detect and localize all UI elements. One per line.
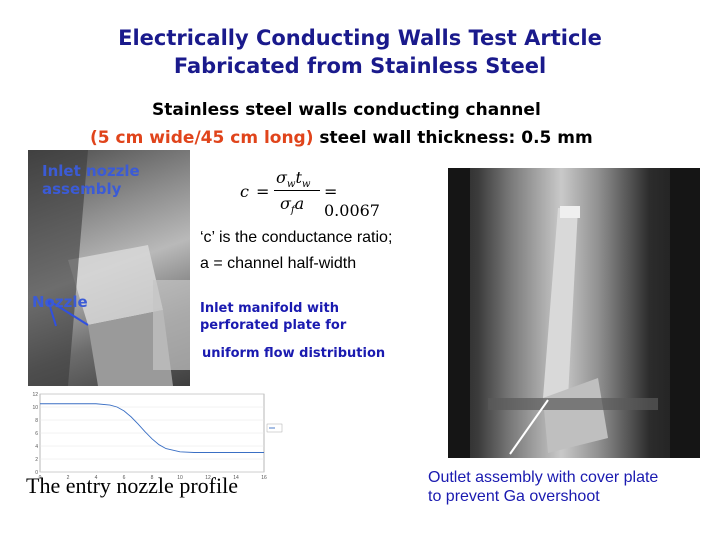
page-title-line-2: Fabricated from Stainless Steel: [173, 54, 547, 78]
y-tick-label: 0: [35, 470, 38, 476]
formula-numerator: σwtw: [276, 168, 311, 191]
outlet-assembly-photo: [448, 168, 700, 458]
y-tick-label: 8: [35, 418, 38, 424]
x-tick-label: 16: [261, 475, 267, 481]
channel-dimensions: (5 cm wide/45 cm long): [90, 128, 314, 148]
nozzle-profile-chart-svg: 0 2 4 6 8 10 12 0 2 4 6 8 10 12 14 16: [26, 388, 284, 486]
x-tick-label: 6: [123, 475, 126, 481]
y-tick-label: 10: [32, 405, 38, 411]
x-tick-label: 8: [151, 475, 154, 481]
outlet-assembly-photo-graphic: [448, 168, 700, 458]
x-tick-label: 0: [39, 475, 42, 481]
inlet-nozzle-photo-graphic: [28, 150, 190, 386]
x-tick-label: 12: [205, 475, 211, 481]
formula-lhs: c: [240, 182, 249, 201]
x-tick-label: 14: [233, 475, 239, 481]
half-width-text: a = channel half-width: [200, 255, 357, 272]
x-tick-label: 10: [177, 475, 183, 481]
nozzle-profile-chart: 0 2 4 6 8 10 12 0 2 4 6 8 10 12 14 16: [26, 388, 284, 486]
chart-caption: The entry nozzle profile: [26, 473, 238, 498]
x-tick-label: 4: [95, 475, 98, 481]
conductance-formula: c = σwtw σfa = 0.0067: [238, 168, 398, 220]
inlet-manifold-label: Inlet manifold with perforated plate for: [200, 301, 347, 333]
uniform-flow-label: uniform flow distribution: [202, 346, 386, 361]
inlet-nozzle-label: Inlet nozzle assembly: [42, 162, 140, 198]
page-title-line-1: Electrically Conducting Walls Test Artic…: [118, 26, 602, 50]
y-tick-label: 12: [32, 392, 38, 398]
formula-rhs: = 0.0067: [324, 182, 380, 220]
formula-equals: =: [256, 182, 270, 201]
nozzle-profile-line: [40, 403, 264, 453]
outlet-assembly-label: Outlet assembly with cover plate to prev…: [428, 469, 659, 505]
y-tick-label: 2: [35, 457, 38, 463]
nozzle-label: Nozzle: [32, 293, 88, 311]
subtitle-line-2: (5 cm wide/45 cm long) steel wall thickn…: [90, 128, 593, 148]
conductance-ratio-text: ‘c’ is the conductance ratio;: [200, 229, 393, 246]
y-tick-label: 6: [35, 431, 38, 437]
formula-fraction-bar: [274, 190, 320, 191]
x-tick-label: 2: [67, 475, 70, 481]
y-tick-label: 4: [35, 444, 38, 450]
subtitle-line-1: Stainless steel walls conducting channel: [152, 100, 541, 120]
wall-thickness-text: steel wall thickness: 0.5 mm: [313, 128, 593, 148]
inlet-nozzle-photo: [28, 150, 190, 386]
formula-denominator: σfa: [280, 194, 305, 217]
